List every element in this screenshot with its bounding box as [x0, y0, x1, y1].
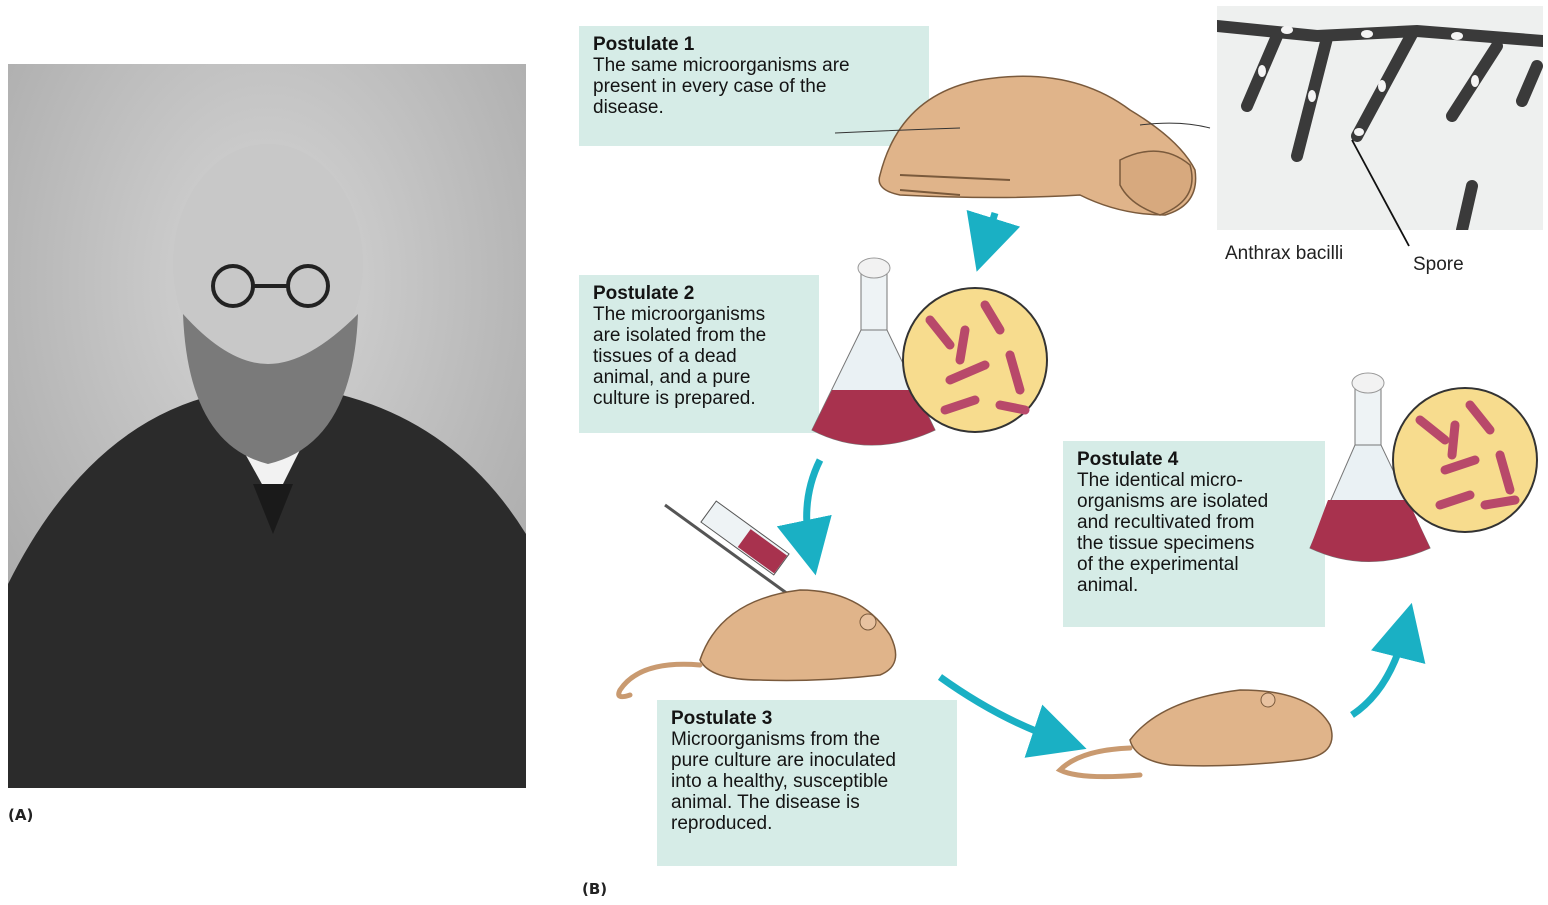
arrow-2-to-3: [807, 460, 820, 548]
sick-mouse-illustration: [1060, 690, 1332, 777]
arrow-1-to-2: [985, 213, 995, 245]
dead-sheep-illustration: [835, 76, 1210, 215]
culture-dish-1: [903, 288, 1047, 432]
arrow-sick-to-4: [1352, 630, 1405, 715]
healthy-mouse-illustration: [619, 590, 896, 697]
culture-dish-2: [1393, 388, 1537, 532]
arrow-3-to-sick: [940, 677, 1060, 740]
